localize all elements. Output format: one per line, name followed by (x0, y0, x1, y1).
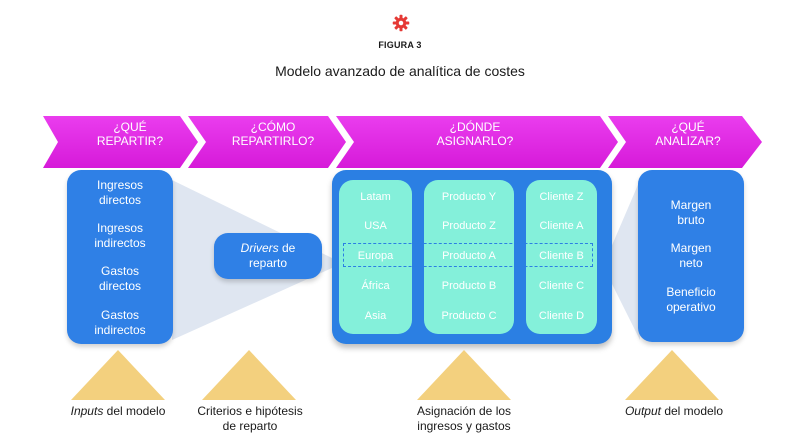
bottom-label-italic: Output (624, 404, 661, 418)
output-item: Beneficio operativo (638, 285, 744, 315)
input-item-line: directos (98, 193, 142, 207)
arrow-label-where: ¿DÓNDE ASIGNARLO? (400, 120, 550, 148)
region-item: Europa (357, 250, 394, 262)
input-item-line: Ingresos (96, 178, 144, 192)
product-item: Producto Z (442, 220, 496, 232)
arrow-label-line: REPARTIR? (96, 134, 164, 148)
output-item-line: Beneficio (666, 285, 716, 299)
figure-label: FIGURA 3 (378, 40, 422, 50)
input-item-line: Gastos (100, 308, 139, 322)
clients-column (526, 180, 597, 334)
input-item: Ingresos directos (67, 178, 173, 208)
input-item-line: indirectos (94, 236, 146, 250)
drivers-card: Drivers de reparto (214, 233, 322, 279)
highlight-row-dashed (343, 243, 593, 267)
arrow-label-line: ¿CÓMO (250, 120, 296, 134)
output-item: Margen bruto (638, 198, 744, 228)
region-item: USA (364, 220, 387, 232)
input-item: Ingresos indirectos (67, 221, 173, 251)
arrow-label-line: ANALIZAR? (655, 134, 721, 148)
output-item-line: operativo (666, 300, 716, 314)
output-item: Margen neto (638, 241, 744, 271)
bottom-label-output: Output del modelo (594, 404, 754, 419)
output-card: Margen bruto Margen neto Beneficio opera… (638, 170, 744, 342)
input-item-line: indirectos (94, 323, 146, 337)
region-item: África (361, 280, 390, 292)
arrow-label-line: ¿QUÉ (671, 120, 705, 134)
diagram-title: Modelo avanzado de analítica de costes (275, 63, 525, 79)
bottom-label-inputs: Inputs del modelo (38, 404, 198, 419)
input-item-line: directos (98, 279, 142, 293)
client-item: Cliente C (538, 280, 585, 292)
arrow-label-how: ¿CÓMO REPARTIRLO? (210, 120, 336, 148)
arrow-label-analyze: ¿QUÉ ANALIZAR? (626, 120, 750, 148)
drivers-italic: Drivers (240, 241, 279, 255)
arrow-label-line: REPARTIRLO? (231, 134, 315, 148)
drivers-rest: de (278, 241, 296, 255)
input-item-line: Ingresos (96, 221, 144, 235)
product-item: Producto A (442, 250, 496, 262)
arrow-segment-what (43, 116, 198, 168)
bottom-label-assignment: Asignación de los ingresos y gastos (389, 404, 539, 434)
region-item: Asia (364, 310, 387, 322)
arrow-label-line: ¿QUÉ (113, 120, 147, 134)
arrow-label-line: ¿DÓNDE (449, 120, 501, 134)
input-item-line: Gastos (100, 264, 139, 278)
region-item: Latam (360, 191, 391, 203)
arrow-label-what: ¿QUÉ REPARTIR? (70, 120, 190, 148)
client-item: Cliente D (538, 310, 585, 322)
gear-icon (392, 14, 410, 32)
bottom-label-rest: del modelo (660, 404, 724, 418)
bottom-label-line: Criterios e hipótesis (197, 404, 303, 418)
output-item-line: bruto (677, 213, 705, 227)
client-item: Cliente Z (539, 191, 584, 203)
pointer-triangles (71, 350, 719, 400)
client-item: Cliente A (539, 220, 584, 232)
output-item-line: Margen (670, 198, 712, 212)
triangle-assignment (417, 350, 511, 400)
arrow-segment-how (188, 116, 346, 168)
bottom-label-line: de reparto (222, 419, 278, 433)
input-item: Gastos directos (67, 264, 173, 294)
product-item: Producto B (441, 280, 497, 292)
triangle-criteria (202, 350, 296, 400)
output-item-line: neto (679, 256, 703, 270)
triangle-inputs (71, 350, 165, 400)
product-item: Producto C (441, 310, 497, 322)
bottom-label-italic: Inputs (70, 404, 104, 418)
inputs-card: Ingresos directos Ingresos indirectos Ga… (67, 170, 173, 344)
drivers-line2: reparto (248, 256, 288, 270)
arrow-segment-analyze (608, 116, 762, 168)
funnel-shape-right (610, 180, 640, 340)
drivers-line1: Drivers de (214, 233, 322, 256)
bottom-label-line: Asignación de los (416, 404, 512, 418)
triangle-output (625, 350, 719, 400)
input-item: Gastos indirectos (67, 308, 173, 338)
bottom-label-line: ingresos y gastos (417, 419, 511, 433)
client-item: Cliente B (539, 250, 584, 262)
arrow-label-line: ASIGNARLO? (436, 134, 514, 148)
product-item: Producto Y (441, 191, 497, 203)
bottom-label-rest: del modelo (103, 404, 166, 418)
arrow-segment-where (336, 116, 618, 168)
regions-column (339, 180, 412, 334)
bottom-label-criteria: Criterios e hipótesis de reparto (175, 404, 325, 434)
products-column (424, 180, 514, 334)
arrow-banner (43, 116, 762, 168)
output-item-line: Margen (670, 241, 712, 255)
